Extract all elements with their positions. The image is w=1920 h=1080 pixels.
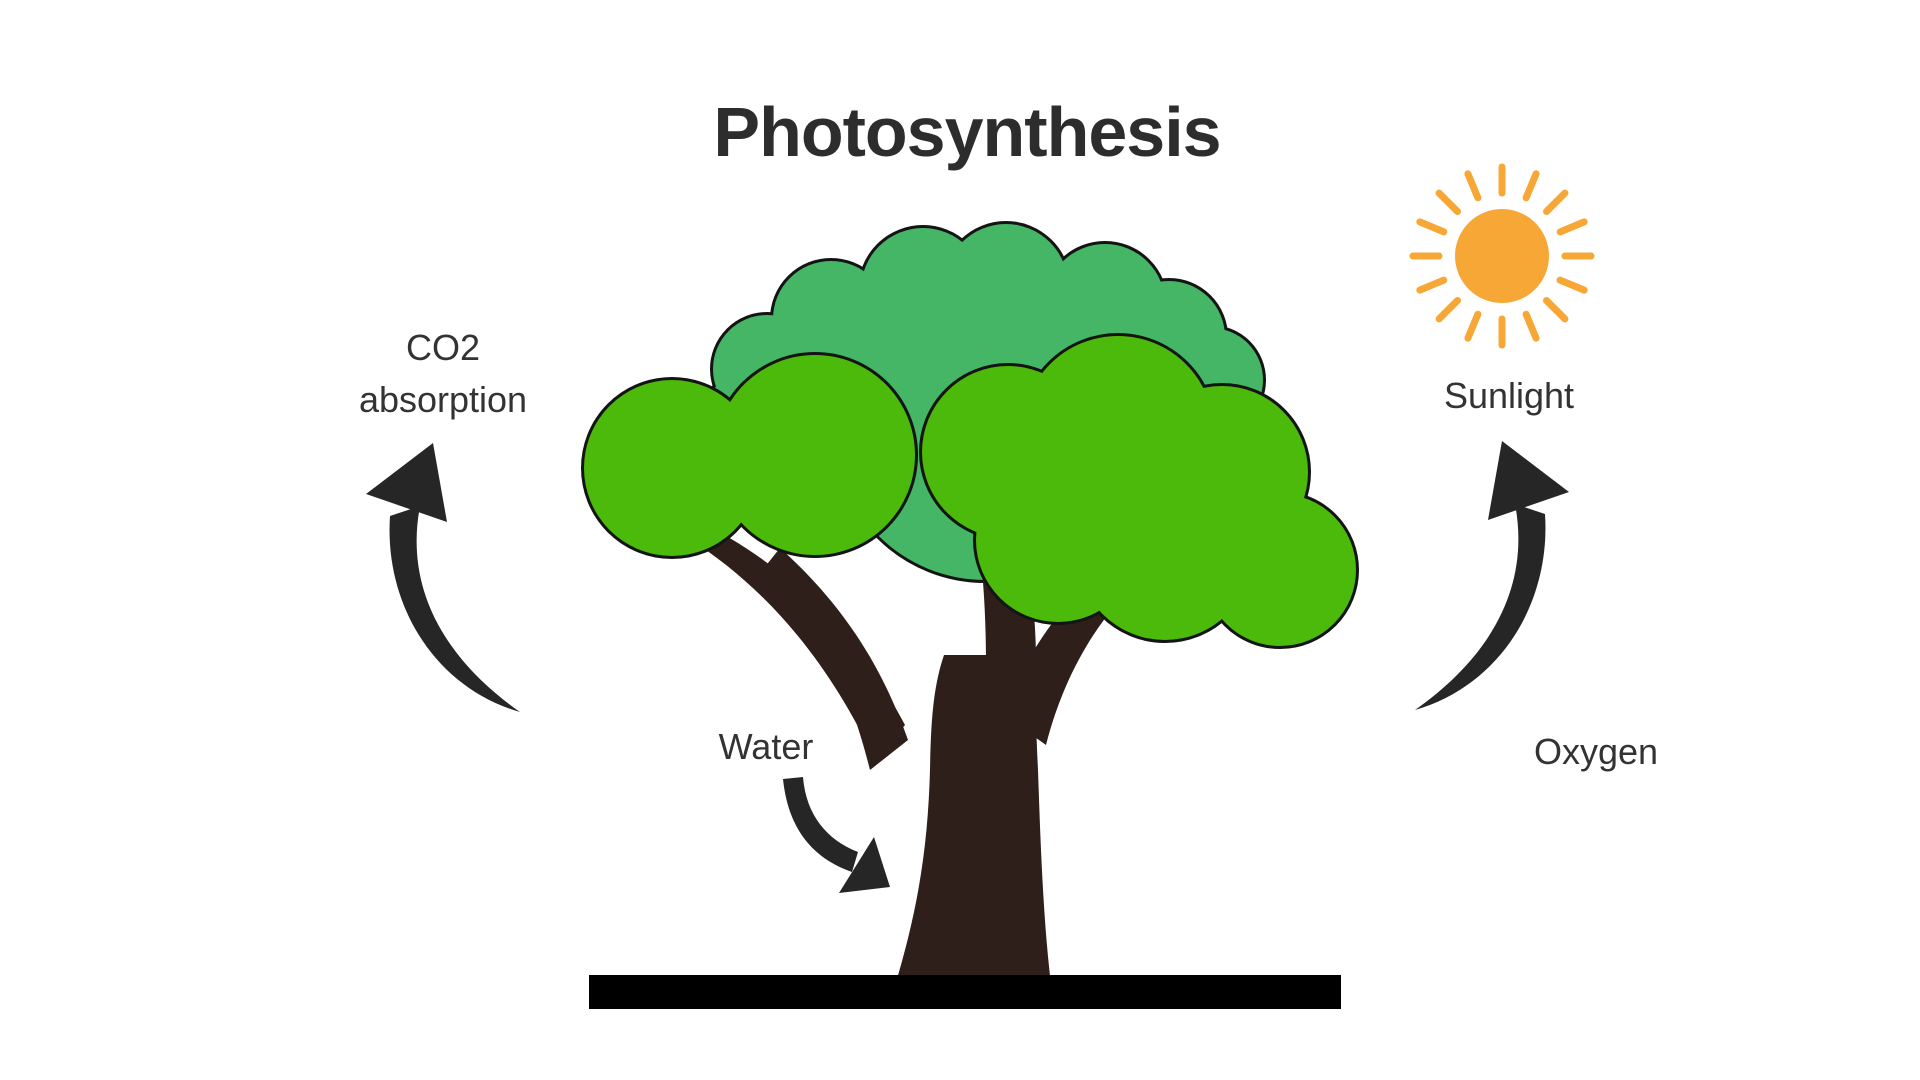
ground-bar [589, 975, 1341, 1009]
page-title: Photosynthesis [713, 93, 1221, 171]
oxygen-label: Oxygen [1533, 731, 1659, 772]
co2-absorption-label: CO2 absorption [359, 322, 527, 426]
tree-canopy-front-left [584, 355, 915, 556]
co2-arrow [366, 443, 520, 712]
sun-rays [1409, 163, 1595, 349]
co2-arrowhead [366, 443, 447, 522]
water-arrowhead [839, 837, 890, 893]
water-label: Water [718, 726, 814, 767]
oxygen-arrowhead [1488, 441, 1569, 520]
water-arrow [783, 777, 890, 893]
co2-label-line1: CO2 [405, 327, 481, 368]
sunlight-label: Sunlight [1443, 375, 1575, 416]
tree-branch-mid-left [764, 548, 908, 770]
oxygen-arrow [1415, 441, 1569, 710]
co2-label-line2: absorption [358, 379, 528, 421]
sun-icon [1409, 163, 1595, 349]
